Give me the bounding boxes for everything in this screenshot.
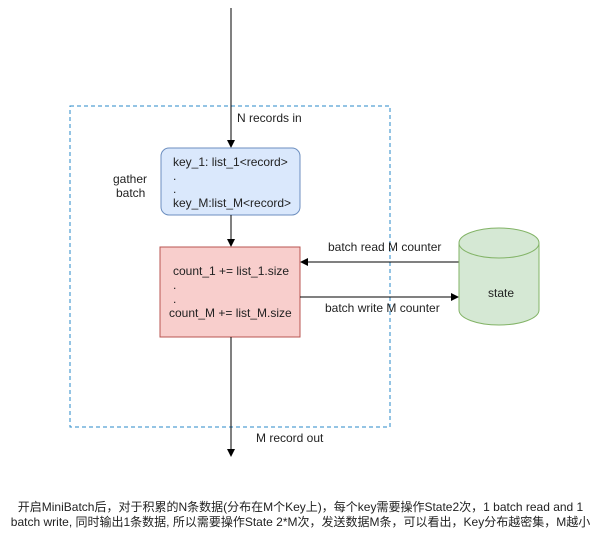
count-box-line-1: count_1 += list_1.size	[173, 264, 290, 278]
gather-box-line-4: key_M:list_M<record>	[173, 196, 292, 210]
output-label: M record out	[256, 431, 324, 445]
count-box-line-4: count_M += list_M.size	[169, 306, 292, 320]
gather-box-line-2: .	[173, 169, 177, 183]
minibatch-boundary	[69, 105, 391, 428]
caption-line-1: 开启MiniBatch后，对于积累的N条数据(分布在M个Key上)，每个key需…	[17, 500, 584, 514]
count-box-line-2: .	[173, 278, 177, 292]
read-label: batch read M counter	[328, 240, 442, 254]
gather-box-line-1: key_1: list_1<record>	[173, 155, 288, 169]
gather-batch-label-line2: batch	[116, 186, 146, 200]
input-label: N records in	[237, 111, 302, 125]
count-box-line-3: .	[173, 292, 177, 306]
state-label: state	[488, 286, 515, 300]
state-cylinder	[458, 227, 540, 326]
gather-box-line-3: .	[173, 182, 177, 196]
gather-batch-label-line1: gather	[113, 172, 148, 186]
caption-line-2: batch write, 同时输出1条数据, 所以需要操作State 2*M次，…	[10, 515, 591, 529]
count-update-box	[159, 246, 301, 338]
write-label: batch write M counter	[325, 301, 440, 315]
